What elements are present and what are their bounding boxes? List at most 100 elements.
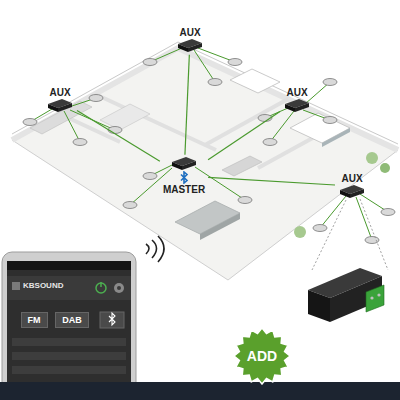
ceiling-speakers	[23, 59, 395, 244]
device-front	[172, 162, 182, 170]
app-button: DAB	[55, 312, 89, 328]
app-logo	[12, 282, 20, 290]
wave	[158, 236, 164, 262]
speaker	[23, 119, 37, 126]
amplifier-device	[283, 99, 311, 113]
bus-cable	[208, 177, 335, 185]
terminal-screw	[377, 293, 380, 296]
status-bar	[7, 261, 131, 270]
plant	[380, 163, 390, 173]
tv-unit	[222, 156, 262, 176]
wave	[146, 244, 149, 254]
bus-cable	[208, 111, 280, 159]
device-side	[350, 189, 364, 198]
speaker	[323, 117, 337, 124]
device-label: AUX	[341, 173, 362, 185]
speaker	[208, 79, 222, 86]
badge-label: ADD	[247, 348, 277, 364]
settings-icon	[117, 286, 121, 290]
terminal-block	[366, 285, 384, 312]
plant	[366, 152, 378, 164]
sofa	[175, 201, 240, 234]
device-side	[58, 103, 72, 112]
wave	[152, 240, 157, 258]
amplifier-device	[176, 39, 204, 53]
power-icon	[100, 282, 102, 287]
button-label: DAB	[62, 315, 82, 325]
inner-wall	[95, 94, 216, 150]
terminal-screw	[370, 296, 373, 299]
power-icon	[96, 283, 106, 293]
speaker	[228, 59, 242, 66]
wall-edge	[12, 42, 398, 144]
starburst-shape	[234, 328, 290, 384]
speaker	[313, 225, 327, 232]
device-front	[285, 104, 295, 112]
aux-amplifier: AUX	[174, 26, 206, 54]
device-front	[178, 44, 188, 52]
device-front	[340, 190, 350, 198]
bottom-bar	[0, 382, 400, 400]
speaker	[143, 59, 157, 66]
device-label: AUX	[286, 87, 307, 99]
speaker	[123, 202, 137, 209]
device-side	[182, 161, 196, 170]
speaker	[323, 79, 337, 86]
device-label: AUX	[49, 87, 70, 99]
app-button: FM	[21, 312, 48, 328]
device-label: AUX	[179, 27, 200, 39]
speaker-cable	[356, 197, 372, 240]
speaker	[108, 127, 122, 134]
speaker-cables	[30, 48, 388, 240]
add-badge: ADD	[233, 327, 291, 385]
amplifier-device	[46, 99, 74, 113]
bed	[230, 69, 280, 93]
settings-icon	[114, 283, 124, 293]
sound-waves	[146, 236, 164, 262]
bluetooth-glyph	[181, 172, 187, 183]
device-side	[188, 43, 202, 52]
speaker-cable	[194, 50, 215, 82]
outer-wall	[12, 48, 398, 150]
table	[100, 104, 150, 130]
bus-cable	[185, 55, 189, 155]
app-header	[7, 276, 131, 300]
speaker	[365, 237, 379, 244]
phone-screen	[7, 261, 131, 391]
app-brand: KBSOUND	[23, 281, 63, 290]
speaker	[263, 139, 277, 146]
master-amplifier: MASTER	[161, 156, 207, 197]
plant	[294, 226, 306, 238]
aux-amplifier: AUX	[281, 86, 313, 114]
sofa-side	[200, 213, 240, 240]
bluetooth-icon	[109, 313, 115, 325]
button-label: FM	[28, 315, 41, 325]
floor	[12, 48, 398, 280]
bluetooth-icon	[178, 171, 190, 184]
device-front	[308, 290, 330, 322]
device-label: MASTER	[163, 184, 205, 196]
aux-amplifier: AUX	[336, 172, 368, 200]
bus-cable	[77, 110, 160, 161]
device-front	[48, 104, 58, 112]
bed-side	[322, 128, 350, 147]
list-row	[12, 366, 126, 374]
speaker-cable	[64, 111, 80, 142]
phone-body	[2, 252, 136, 394]
bluetooth-button	[100, 312, 124, 328]
speaker	[143, 173, 157, 180]
speaker	[381, 209, 395, 216]
list-row	[12, 352, 126, 360]
speaker	[89, 95, 103, 102]
bed	[290, 113, 350, 143]
amplifier-device	[170, 157, 198, 171]
leader-line	[312, 200, 346, 270]
speaker	[238, 197, 252, 204]
device-side	[295, 103, 309, 112]
amplifier-device	[338, 185, 366, 199]
device-closeup	[308, 268, 384, 322]
leader-line	[360, 199, 388, 270]
